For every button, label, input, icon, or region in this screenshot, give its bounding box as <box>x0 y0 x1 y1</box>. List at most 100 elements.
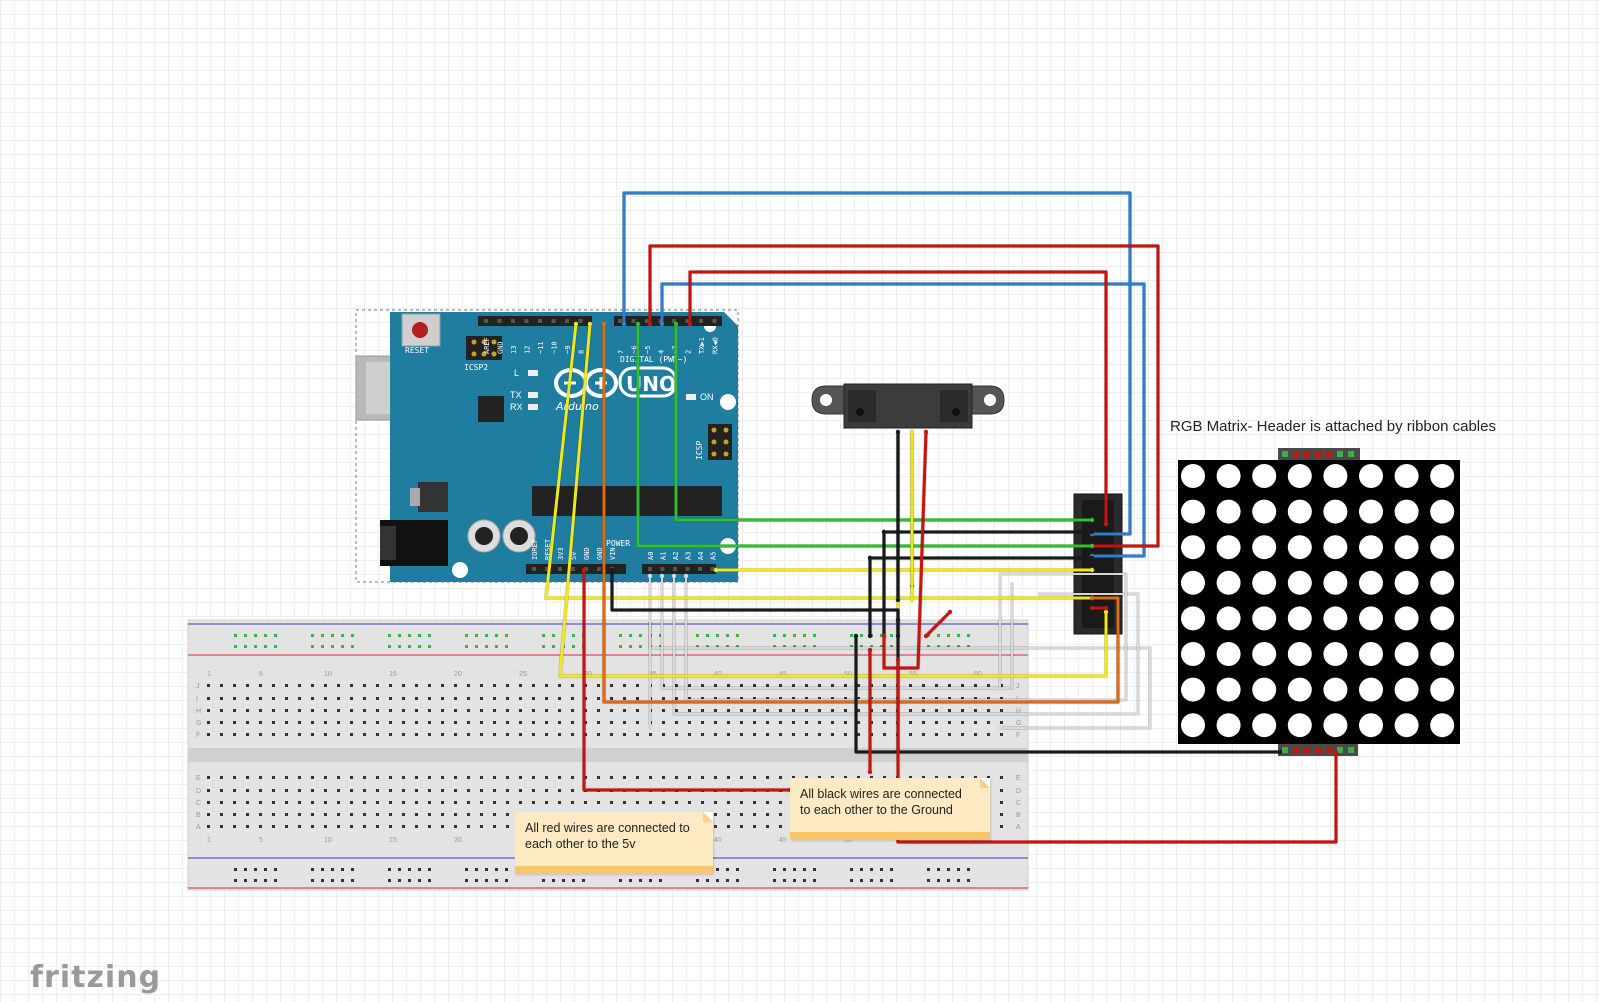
digital-pin-label: 8 <box>578 350 586 354</box>
led-label-l: L <box>514 368 519 378</box>
wire-red[interactable] <box>882 430 928 670</box>
power-pin-label: VIN <box>609 547 617 560</box>
matrix-led <box>1252 535 1277 560</box>
row-letter: D <box>196 788 201 795</box>
wire-blue[interactable] <box>622 191 1132 536</box>
matrix-led <box>1252 606 1277 631</box>
matrix-led <box>1359 606 1383 631</box>
matrix-led <box>1323 713 1348 738</box>
column-number: 1 <box>207 671 211 678</box>
digital-header-left <box>478 316 592 326</box>
wire-red[interactable] <box>896 658 1338 844</box>
on-label: ON <box>700 392 714 402</box>
matrix-led <box>1323 677 1348 702</box>
led-label-rx: RX <box>510 402 523 412</box>
row-letter: E <box>1016 775 1021 782</box>
analog-pin-label: A1 <box>660 552 668 560</box>
matrix-led <box>1394 677 1419 702</box>
ribbon-connector <box>1073 493 1123 635</box>
column-number: 40 <box>714 837 722 844</box>
matrix-led <box>1430 713 1455 738</box>
rgb-matrix[interactable] <box>1178 448 1460 756</box>
matrix-led <box>1216 535 1241 560</box>
row-letter: B <box>1016 812 1021 819</box>
digital-header-label: DIGITAL (PWM~) <box>620 355 687 364</box>
wire-blue[interactable] <box>660 282 1146 558</box>
digital-pin-label: 4 <box>658 350 666 354</box>
wire-black[interactable] <box>854 634 1282 754</box>
row-letter: J <box>196 683 200 690</box>
row-letter: G <box>1016 720 1021 727</box>
power-pin-label: IOREF <box>531 539 539 560</box>
matrix-led <box>1359 713 1383 738</box>
power-pin-label: GND <box>596 547 604 560</box>
matrix-led <box>1394 464 1419 488</box>
wire-orange[interactable] <box>602 322 1120 704</box>
matrix-led <box>1181 464 1205 488</box>
reset-label: RESET <box>405 346 429 355</box>
note-red-text: All red wires are connected to each othe… <box>525 821 690 851</box>
digital-header-right <box>614 316 722 326</box>
matrix-led <box>1430 464 1455 488</box>
wire-white[interactable] <box>673 575 1139 715</box>
matrix-led <box>1287 677 1312 702</box>
column-number: 10 <box>324 837 332 844</box>
note-red-wires[interactable]: All red wires are connected to each othe… <box>515 812 713 874</box>
column-number: 5 <box>259 837 263 844</box>
wire-white[interactable] <box>685 573 1127 701</box>
wire-white[interactable] <box>661 575 1013 689</box>
wire-yellow[interactable] <box>544 322 1094 600</box>
matrix-led <box>1287 606 1312 631</box>
column-number: 1 <box>207 837 211 844</box>
analog-pin-label: A4 <box>697 552 705 560</box>
row-letter: F <box>1016 732 1020 739</box>
note-black-wires[interactable]: All black wires are connected to each ot… <box>790 778 990 840</box>
wire-red[interactable] <box>648 244 1160 548</box>
matrix-led <box>1252 570 1277 595</box>
wire-green[interactable] <box>674 322 1094 522</box>
matrix-title: RGB Matrix- Header is attached by ribbon… <box>1170 418 1496 435</box>
led-label-tx: TX <box>510 390 522 400</box>
matrix-led <box>1359 677 1383 702</box>
matrix-led <box>1216 606 1241 631</box>
icsp2-label: ICSP2 <box>464 363 488 372</box>
matrix-leds <box>1181 464 1455 738</box>
matrix-led <box>1430 570 1455 595</box>
digital-pin-label: ~9 <box>564 346 572 354</box>
matrix-led <box>1430 677 1455 702</box>
analog-pin-label: A5 <box>710 552 718 560</box>
matrix-led <box>1323 570 1348 595</box>
wire-red[interactable] <box>924 610 952 638</box>
digital-pin-label: ~11 <box>537 341 545 354</box>
row-letter: I <box>196 696 198 703</box>
ir-distance-sensor[interactable] <box>811 383 1005 429</box>
row-letter: H <box>1016 708 1021 715</box>
reset-button[interactable] <box>412 322 428 338</box>
matrix-led <box>1216 713 1241 738</box>
row-letter: E <box>196 775 201 782</box>
matrix-led <box>1181 499 1205 524</box>
wire-yellow[interactable] <box>558 322 1108 678</box>
wire-red[interactable] <box>582 568 792 792</box>
matrix-led <box>1359 464 1383 488</box>
matrix-led <box>1359 499 1383 524</box>
column-number: 50 <box>844 837 852 844</box>
matrix-led <box>1394 642 1419 666</box>
wire-green[interactable] <box>636 322 1094 548</box>
wires[interactable] <box>543 190 1339 845</box>
power-header-label: POWER <box>606 539 630 548</box>
row-letter: A <box>196 824 201 831</box>
matrix-led <box>1323 535 1348 560</box>
icsp-header <box>708 424 732 460</box>
arduino-uno[interactable]: RESET ICSP2 ICSP <box>355 309 739 583</box>
column-number: 25 <box>519 671 527 678</box>
power-pin-label: 3V3 <box>557 547 565 560</box>
digital-pin-label: 13 <box>510 346 518 354</box>
analog-pin-label: A0 <box>647 552 655 560</box>
row-letter: H <box>196 708 201 715</box>
wire-red[interactable] <box>688 270 1108 526</box>
